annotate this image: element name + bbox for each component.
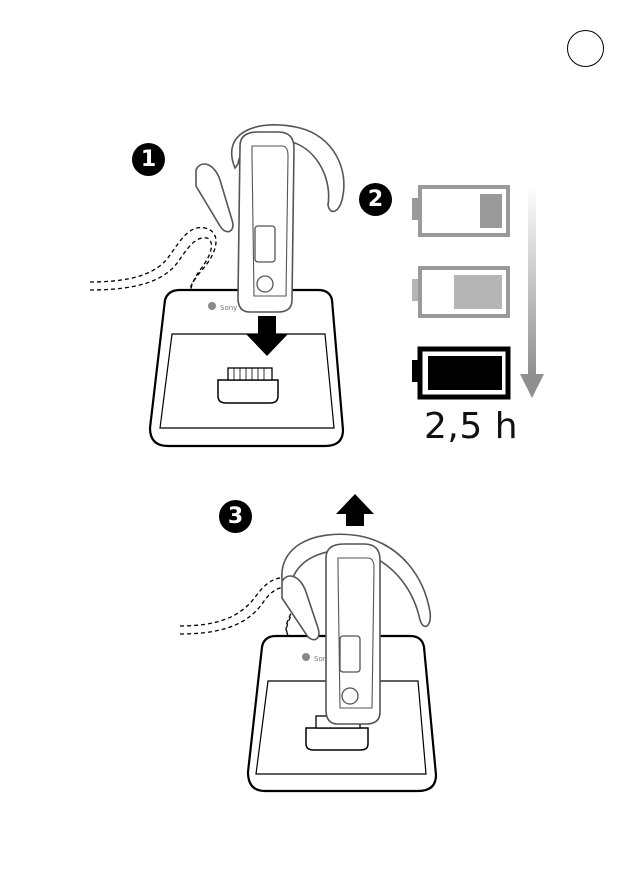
- battery-full-icon: [412, 349, 508, 397]
- cable-dashed-3: [180, 578, 298, 640]
- svg-text:Sony: Sony: [220, 304, 237, 312]
- progress-arrow-down-icon: [520, 185, 544, 398]
- remove-arrow-up-icon: [336, 494, 374, 526]
- step-number-3: 3: [219, 500, 252, 533]
- charge-time-label: 2,5 h: [424, 406, 518, 447]
- headset-1: [196, 125, 344, 312]
- battery-medium-icon: [412, 268, 508, 316]
- charging-dock-1: Sony: [150, 290, 343, 446]
- step-number-2: 2: [359, 183, 392, 216]
- step-number-1: 1: [132, 143, 165, 176]
- battery-low-icon: [412, 187, 508, 235]
